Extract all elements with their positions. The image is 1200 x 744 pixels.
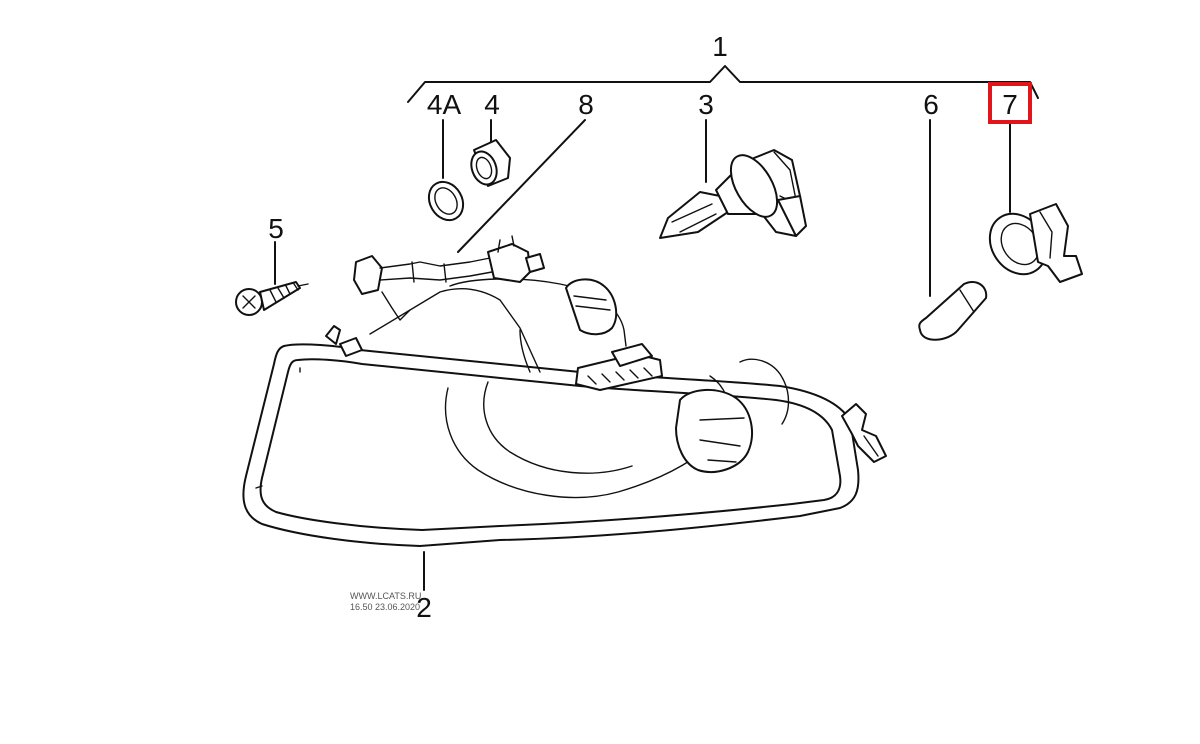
- highlight-box-7: [988, 82, 1032, 124]
- sleeve-4: [470, 139, 511, 187]
- o-ring-4a: [427, 180, 465, 222]
- bulb-3: [659, 149, 807, 239]
- label-5[interactable]: 5: [268, 213, 284, 244]
- bulb-6: [918, 280, 988, 341]
- label-1[interactable]: 1: [712, 31, 728, 62]
- leader-lines: [274, 119, 1011, 591]
- leader-8: [457, 119, 586, 253]
- label-4a[interactable]: 4A: [427, 89, 462, 120]
- label-4[interactable]: 4: [484, 89, 500, 120]
- label-6[interactable]: 6: [923, 89, 939, 120]
- label-3[interactable]: 3: [698, 89, 714, 120]
- wiring-harness-8: [353, 235, 545, 321]
- fog-lamp-housing-2: [242, 278, 887, 547]
- label-8[interactable]: 8: [578, 89, 594, 120]
- screw-5: [235, 281, 309, 316]
- label-7[interactable]: 7: [1002, 89, 1018, 120]
- watermark-line-1: WWW.LCATS.RU: [350, 591, 421, 601]
- label-2[interactable]: 2: [416, 592, 432, 623]
- watermark-line-2: 16.50 23.06.2020: [350, 602, 420, 612]
- assembly-bracket-1: [407, 65, 1039, 103]
- bulb-socket-7: [988, 203, 1083, 283]
